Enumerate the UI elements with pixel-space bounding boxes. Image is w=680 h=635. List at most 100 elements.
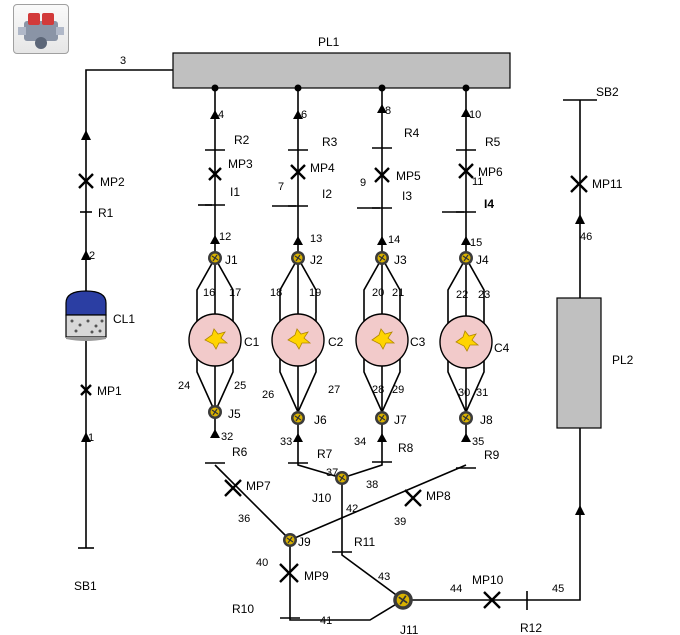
- pipe-17: 17: [229, 287, 241, 299]
- mp5-mark: [374, 167, 390, 183]
- pipe-31: 31: [476, 387, 488, 399]
- pipe-9: 9: [360, 177, 366, 189]
- junction-j1: [207, 250, 223, 266]
- label-mp4: MP4: [310, 161, 335, 175]
- label-mp6: MP6: [478, 165, 503, 179]
- pipe-16: 16: [203, 287, 215, 299]
- mp11-mark: [570, 175, 588, 193]
- pipe-40: 40: [256, 557, 268, 569]
- mp10-mark: [483, 591, 501, 609]
- label-i2: I2: [322, 187, 332, 201]
- pipe-37: 37: [326, 467, 338, 479]
- label-mp8: MP8: [426, 489, 451, 503]
- pipe-42: 42: [346, 503, 358, 515]
- junction-j6: [290, 410, 306, 426]
- pipe-27: 27: [328, 384, 340, 396]
- junction-j3: [374, 250, 390, 266]
- pipe-20: 20: [372, 287, 384, 299]
- label-sb2: SB2: [596, 85, 619, 99]
- label-r12: R12: [520, 621, 542, 635]
- label-r5: R5: [485, 135, 501, 149]
- pipe-7: 7: [278, 181, 284, 193]
- pipe-24: 24: [178, 380, 190, 392]
- pipe-13: 13: [310, 233, 322, 245]
- label-r3: R3: [322, 135, 338, 149]
- label-r9: R9: [484, 448, 500, 462]
- label-i1: I1: [230, 185, 240, 199]
- label-mp1: MP1: [97, 384, 122, 398]
- label-pl2: PL2: [612, 353, 634, 367]
- label-j1: J1: [225, 253, 238, 267]
- junction-j11: [392, 589, 414, 611]
- pipe-43: 43: [378, 571, 390, 583]
- junction-j7: [374, 410, 390, 426]
- mp7-mark: [224, 479, 242, 497]
- cylinder-c3[interactable]: [355, 313, 409, 367]
- label-r7: R7: [317, 447, 333, 461]
- label-mp2: MP2: [100, 175, 125, 189]
- pipe-1: 1: [88, 432, 94, 444]
- label-j3: J3: [394, 253, 407, 267]
- label-j10: J10: [312, 491, 332, 505]
- pipe-29: 29: [392, 384, 404, 396]
- label-c3: C3: [410, 335, 426, 349]
- mp4-mark: [290, 164, 306, 180]
- pipe-4: 4: [218, 109, 224, 121]
- label-mp5: MP5: [396, 169, 421, 183]
- pipe-18: 18: [270, 287, 282, 299]
- label-mp10: MP10: [472, 573, 504, 587]
- engine-glyph: [18, 13, 64, 49]
- pipe-32: 32: [221, 431, 233, 443]
- label-mp11: MP11: [592, 177, 623, 191]
- engine-icon[interactable]: [13, 4, 69, 54]
- air-cleaner-cl1[interactable]: [65, 290, 107, 341]
- label-r1: R1: [98, 206, 114, 220]
- pipe-10: 10: [469, 109, 481, 121]
- cylinder-c2[interactable]: [271, 313, 325, 367]
- pipe-25: 25: [234, 380, 246, 392]
- label-r6: R6: [232, 445, 248, 459]
- pipe-15: 15: [470, 237, 482, 249]
- label-i3: I3: [402, 189, 412, 203]
- label-j4: J4: [476, 253, 489, 267]
- plenum-pl2[interactable]: [556, 297, 602, 429]
- junction-j8: [458, 410, 474, 426]
- pipe-36: 36: [238, 513, 250, 525]
- pipe-41: 41: [320, 615, 332, 627]
- pipe-35: 35: [472, 436, 484, 448]
- pipe-34: 34: [354, 436, 366, 448]
- pipe-22: 22: [456, 289, 468, 301]
- pipe-44: 44: [450, 583, 462, 595]
- label-r8: R8: [398, 441, 414, 455]
- plenum-pl1[interactable]: [172, 52, 511, 89]
- label-r10: R10: [232, 602, 254, 616]
- label-r2: R2: [234, 133, 250, 147]
- label-j2: J2: [310, 253, 323, 267]
- pipe-2: 2: [89, 250, 95, 262]
- junction-j5: [207, 404, 223, 420]
- junction-j2: [290, 250, 306, 266]
- mp9-mark: [279, 563, 299, 583]
- pipe-26: 26: [262, 389, 274, 401]
- pipe-19: 19: [309, 287, 321, 299]
- label-r11: R11: [354, 535, 375, 549]
- label-j11: J11: [400, 623, 419, 635]
- cylinders: [188, 313, 493, 369]
- label-j9: J9: [298, 535, 311, 549]
- label-mp9: MP9: [304, 569, 329, 583]
- label-r4: R4: [404, 126, 420, 140]
- pipe-39: 39: [394, 516, 406, 528]
- pipe-3: 3: [120, 55, 126, 67]
- pipe-6: 6: [301, 109, 307, 121]
- pipe-46: 46: [580, 231, 592, 243]
- pipe-11: 11: [472, 176, 483, 188]
- mp6-mark: [458, 163, 474, 179]
- label-j5: J5: [228, 407, 241, 421]
- label-j7: J7: [394, 413, 407, 427]
- pipe-23: 23: [478, 289, 490, 301]
- pipe-30: 30: [458, 387, 470, 399]
- cylinder-c4[interactable]: [439, 315, 493, 369]
- label-cl1: CL1: [113, 312, 135, 326]
- label-mp3: MP3: [228, 157, 253, 171]
- cylinder-c1[interactable]: [188, 313, 242, 367]
